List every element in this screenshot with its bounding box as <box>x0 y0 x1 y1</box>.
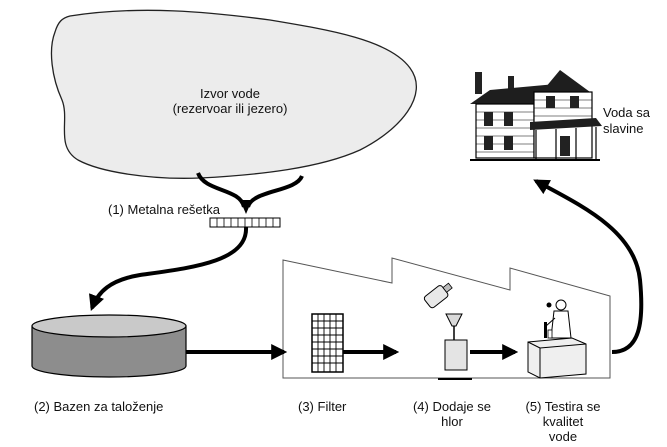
pipe-to-house <box>533 179 644 354</box>
source-cloud-icon <box>50 9 417 179</box>
step-1-label: (1) Metalna rešetka <box>108 202 220 217</box>
house-icon <box>470 70 602 161</box>
settling-basin-icon <box>31 314 187 378</box>
step-3-label: (3) Filter <box>298 399 347 414</box>
chlorine-bottle-icon <box>423 282 472 380</box>
lab-worker-icon <box>527 299 587 379</box>
outlet-pipe-right <box>246 174 304 208</box>
step-5-label-line-1: (5) Testira se <box>525 399 601 414</box>
house-label-line-1: Voda sa <box>603 105 650 120</box>
step-5-label-line-2: kvalitet <box>542 414 584 429</box>
pipe-to-basin <box>89 226 249 311</box>
step-4-label-line-2: hlor <box>441 414 463 429</box>
step-5-label-line-3: vode <box>548 429 578 444</box>
filter-grid-icon <box>311 313 344 373</box>
step-4-label-line-1: (4) Dodaje se <box>412 399 492 414</box>
source-label-line-2: (rezervoar ili jezero) <box>172 101 288 116</box>
source-label-line-1: Izvor vode <box>200 86 260 101</box>
house-label-line-2: slavine <box>603 121 644 136</box>
outlet-funnel <box>240 200 252 214</box>
step-2-label: (2) Bazen za taloženje <box>34 399 164 414</box>
metal-screen-icon <box>209 217 281 228</box>
